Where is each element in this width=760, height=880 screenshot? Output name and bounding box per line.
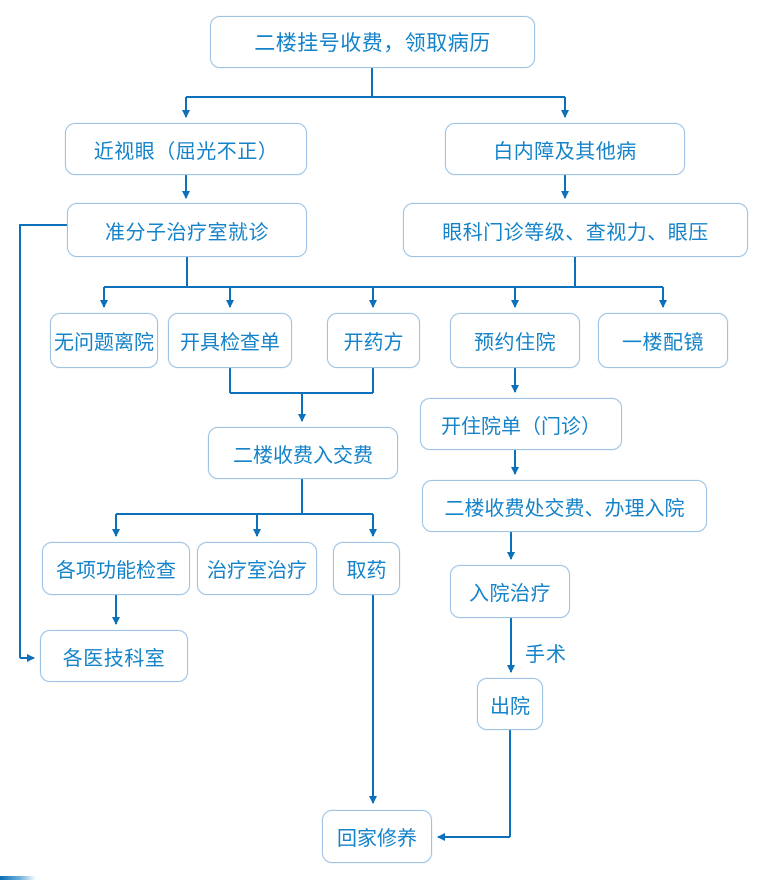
node-admission-form: 开住院单（门诊） — [420, 398, 622, 450]
node-medical-tech-departments: 各医技科室 — [40, 630, 188, 682]
node-inpatient-treatment: 入院治疗 — [450, 565, 570, 618]
node-take-medicine: 取药 — [333, 542, 400, 595]
node-pay-second-floor: 二楼收费入交费 — [208, 427, 398, 479]
node-first-floor-glasses: 一楼配镜 — [598, 313, 728, 368]
edge-excimer-loop-rail — [19, 224, 67, 658]
edge-label-surgery: 手术 — [525, 644, 567, 666]
node-home-recuperation: 回家修养 — [322, 810, 432, 863]
node-pay-and-admission: 二楼收费处交费、办理入院 — [422, 480, 707, 532]
node-cataract: 白内障及其他病 — [445, 123, 685, 175]
edge-register-split — [186, 68, 565, 98]
edge-bus-rail — [104, 257, 663, 288]
node-prescription: 开药方 — [327, 313, 420, 368]
edge-pay-rail — [116, 479, 373, 515]
node-eye-clinic-exam: 眼科门诊等级、查视力、眼压 — [403, 203, 748, 257]
node-exam-checklist: 开具检查单 — [168, 313, 292, 368]
node-register: 二楼挂号收费，领取病历 — [210, 16, 535, 68]
node-function-checks: 各项功能检查 — [42, 542, 190, 595]
corner-watermark-mark — [0, 876, 36, 880]
edge-merge-bracket — [229, 368, 374, 394]
node-discharge: 出院 — [477, 678, 543, 730]
node-excimer-treatment-room: 准分子治疗室就诊 — [67, 203, 307, 257]
node-no-problem-leave: 无问题离院 — [50, 313, 158, 368]
node-reserve-hospitalization: 预约住院 — [450, 313, 580, 368]
node-myopia: 近视眼（屈光不正） — [65, 123, 307, 175]
node-treatment-room-therapy: 治疗室治疗 — [197, 542, 317, 595]
